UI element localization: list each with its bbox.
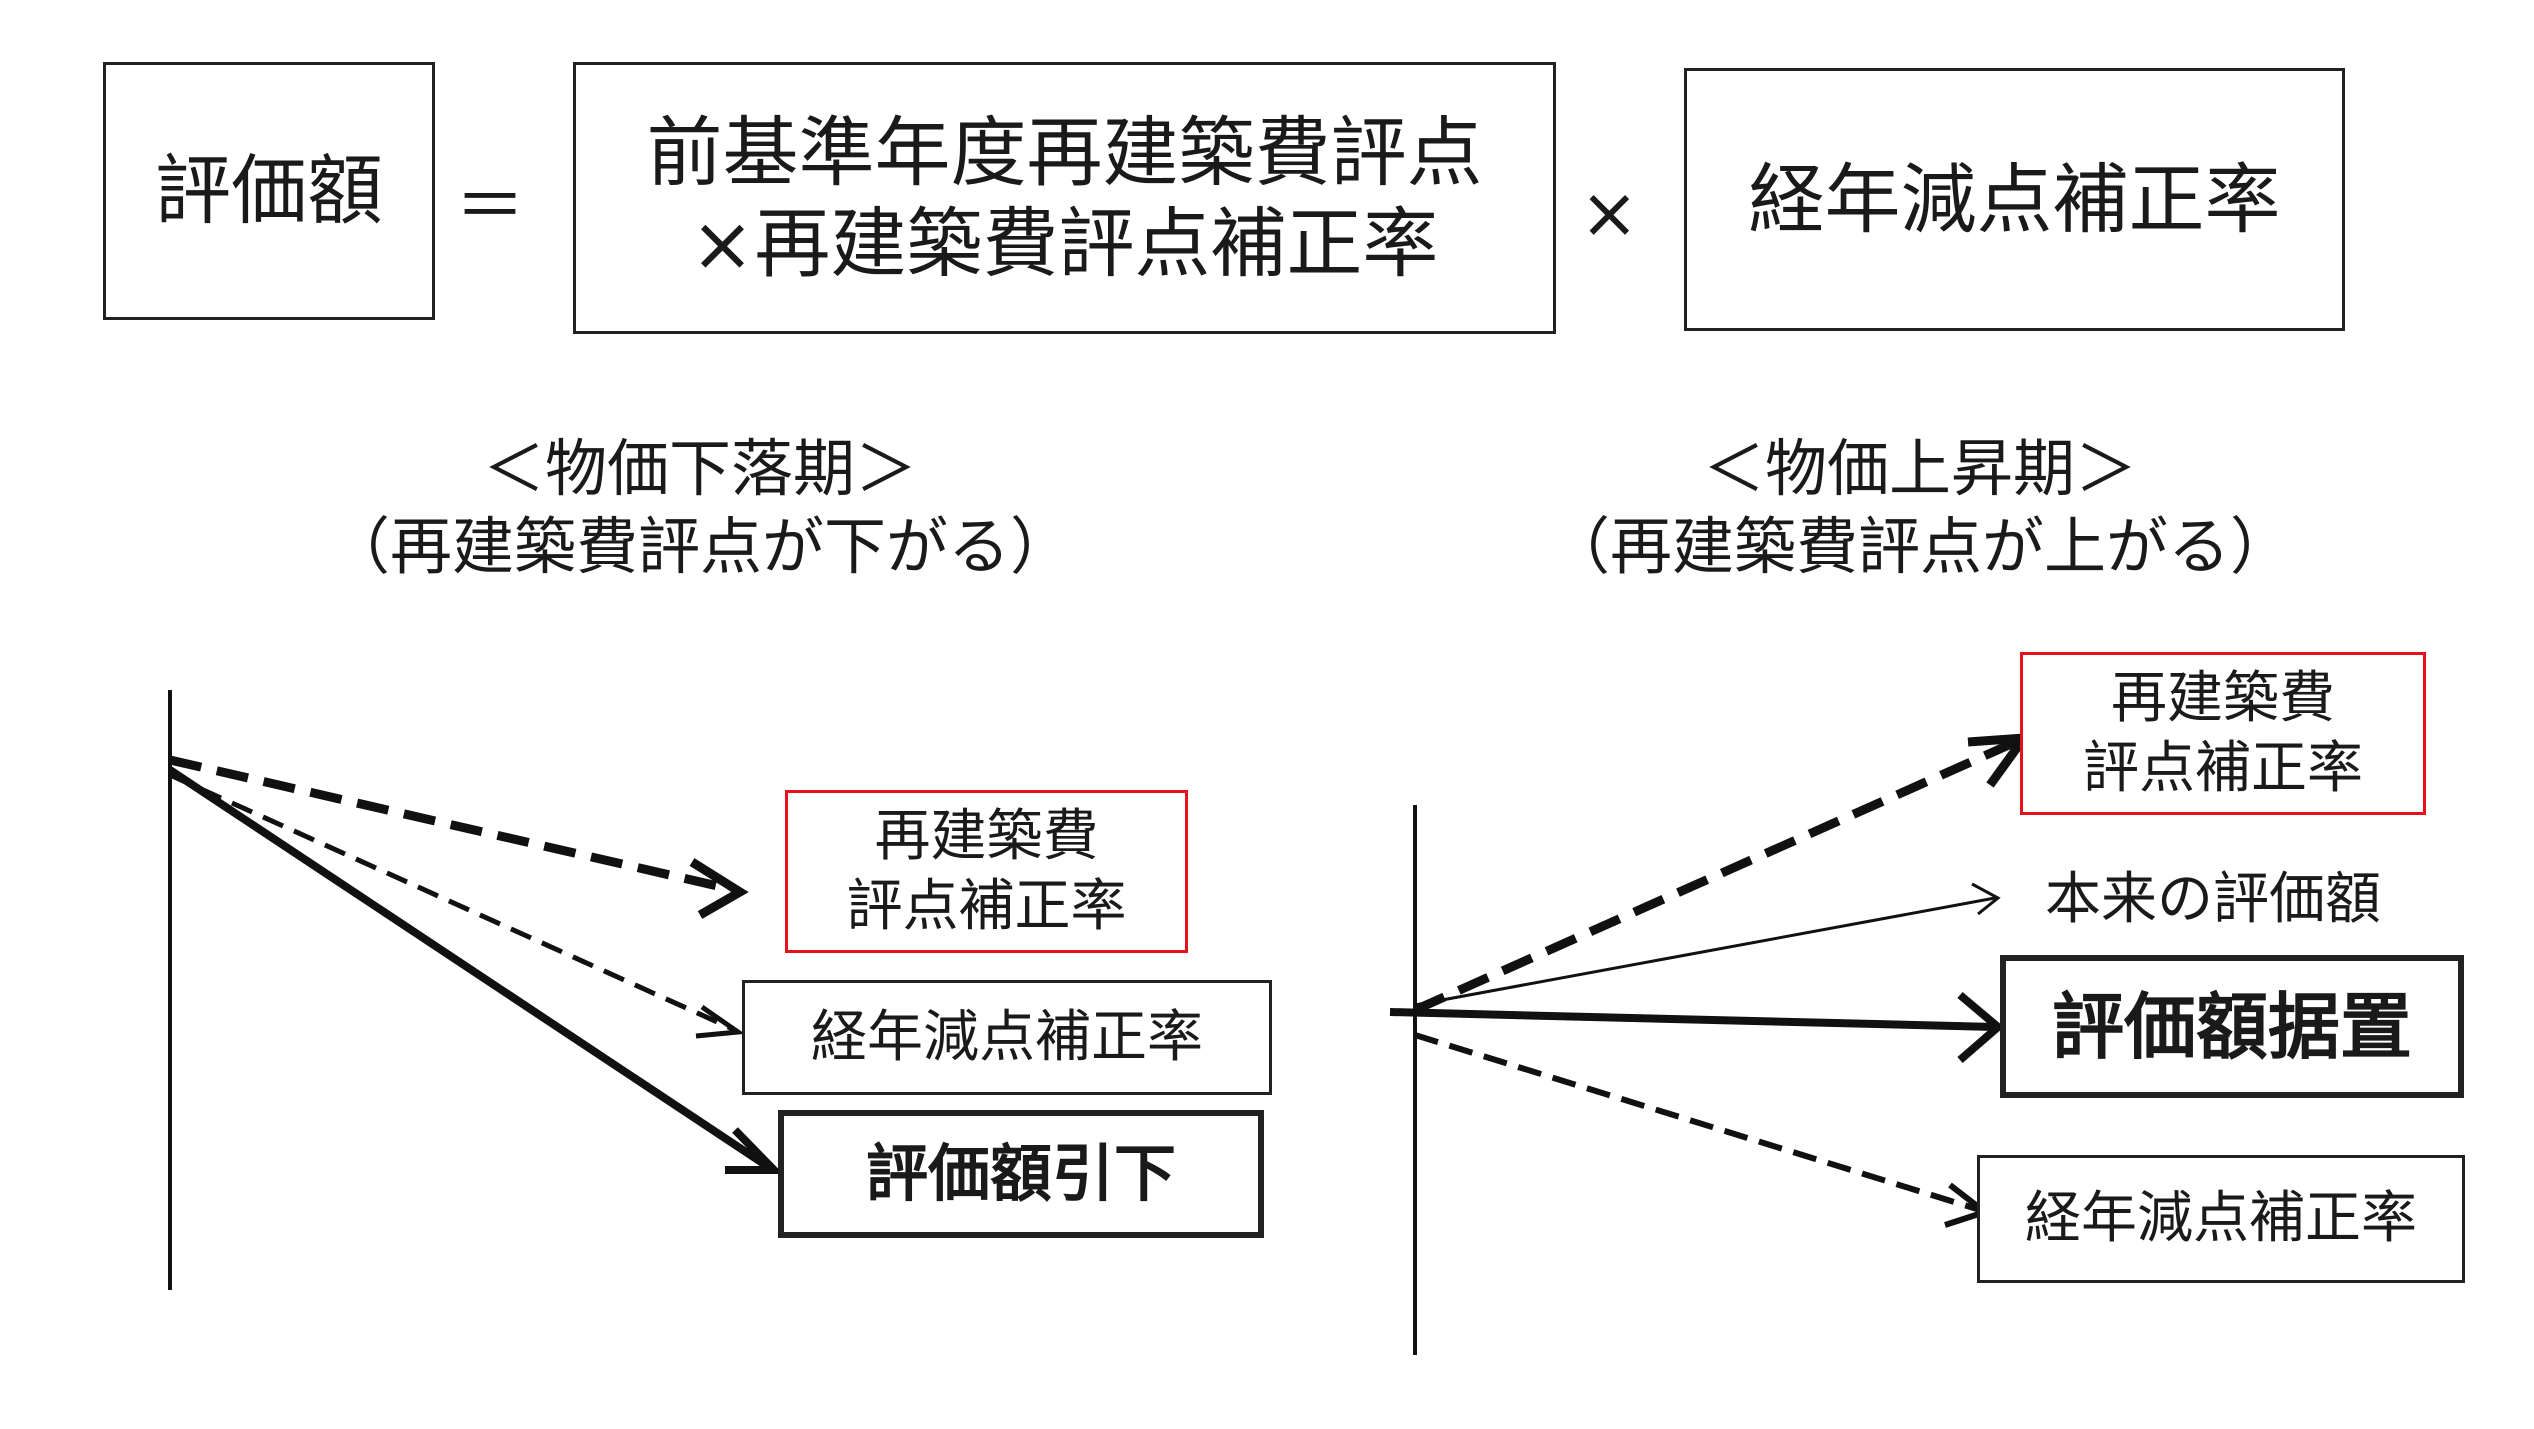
left-panel-subtitle: （再建築費評点が下がる） <box>327 509 1072 583</box>
formula-lhs-box: 評価額 <box>103 62 435 320</box>
right-result-arrow <box>1389 1008 1996 1031</box>
left-result-arrow <box>167 766 773 1172</box>
formula-term1-line1: 前基準年度再建築費評点 <box>646 107 1483 197</box>
right-rebuild-rate-line1: 再建築費 <box>2111 665 2335 731</box>
right-rebuild-rate-line2: 評点補正率 <box>2083 735 2363 801</box>
right-aging-rate-label: 経年減点補正率 <box>2025 1186 2417 1251</box>
right-panel-subtitle: （再建築費評点が上がる） <box>1547 509 2292 583</box>
left-aging-rate-box: 経年減点補正率 <box>742 980 1272 1095</box>
right-aging-rate-box: 経年減点補正率 <box>1977 1155 2465 1283</box>
formula-term2-box: 経年減点補正率 <box>1684 68 2345 331</box>
left-rebuild-rate-line1: 再建築費 <box>874 803 1099 869</box>
left-aging-arrowhead <box>695 1004 746 1039</box>
right-aging-arrow <box>1414 1032 1981 1213</box>
left-rebuild-rate-line2: 評点補正率 <box>846 873 1127 939</box>
right-rebuild-arrowhead <box>1967 732 2034 788</box>
left-rebuild-arrow <box>168 755 737 895</box>
right-panel-heading: ＜物価上昇期＞ （再建築費評点が上がる） <box>1510 430 2330 585</box>
left-panel-heading: ＜物価下落期＞ （再建築費評点が下がる） <box>300 430 1100 585</box>
right-panel-title: ＜物価上昇期＞ <box>1702 432 2137 505</box>
formula-term2-label: 経年減点補正率 <box>1748 154 2281 244</box>
left-aging-arrow <box>168 772 737 1033</box>
formula-term1-line2: ×再建築費評点補正率 <box>690 199 1439 288</box>
right-result-box: 評価額据置 <box>2000 955 2464 1098</box>
left-result-box: 評価額引下 <box>778 1110 1264 1238</box>
left-result-arrowhead <box>725 1127 784 1174</box>
formula-times-sign: × <box>1580 172 1639 254</box>
formula-lhs-label: 評価額 <box>155 146 383 236</box>
left-rebuild-arrowhead <box>689 858 749 919</box>
left-result-label: 評価額引下 <box>865 1137 1176 1211</box>
right-rebuild-rate-box: 再建築費 評点補正率 <box>2020 652 2426 815</box>
right-original-arrowhead <box>1971 882 2001 916</box>
left-panel-title: ＜物価下落期＞ <box>482 432 917 505</box>
right-result-arrowhead <box>1957 991 2005 1064</box>
right-result-label: 評価額据置 <box>2051 984 2412 1069</box>
left-rebuild-rate-box: 再建築費 評点補正率 <box>785 790 1188 953</box>
formula-term1-box: 前基準年度再建築費評点 ×再建築費評点補正率 <box>573 62 1556 334</box>
right-original-arrow <box>1414 896 1996 1007</box>
right-rebuild-arrow <box>1413 735 2022 1015</box>
right-original-value-label: 本来の評価額 <box>2045 867 2381 932</box>
formula-equals-sign: ＝ <box>455 165 525 247</box>
left-aging-rate-label: 経年減点補正率 <box>811 1004 1203 1070</box>
